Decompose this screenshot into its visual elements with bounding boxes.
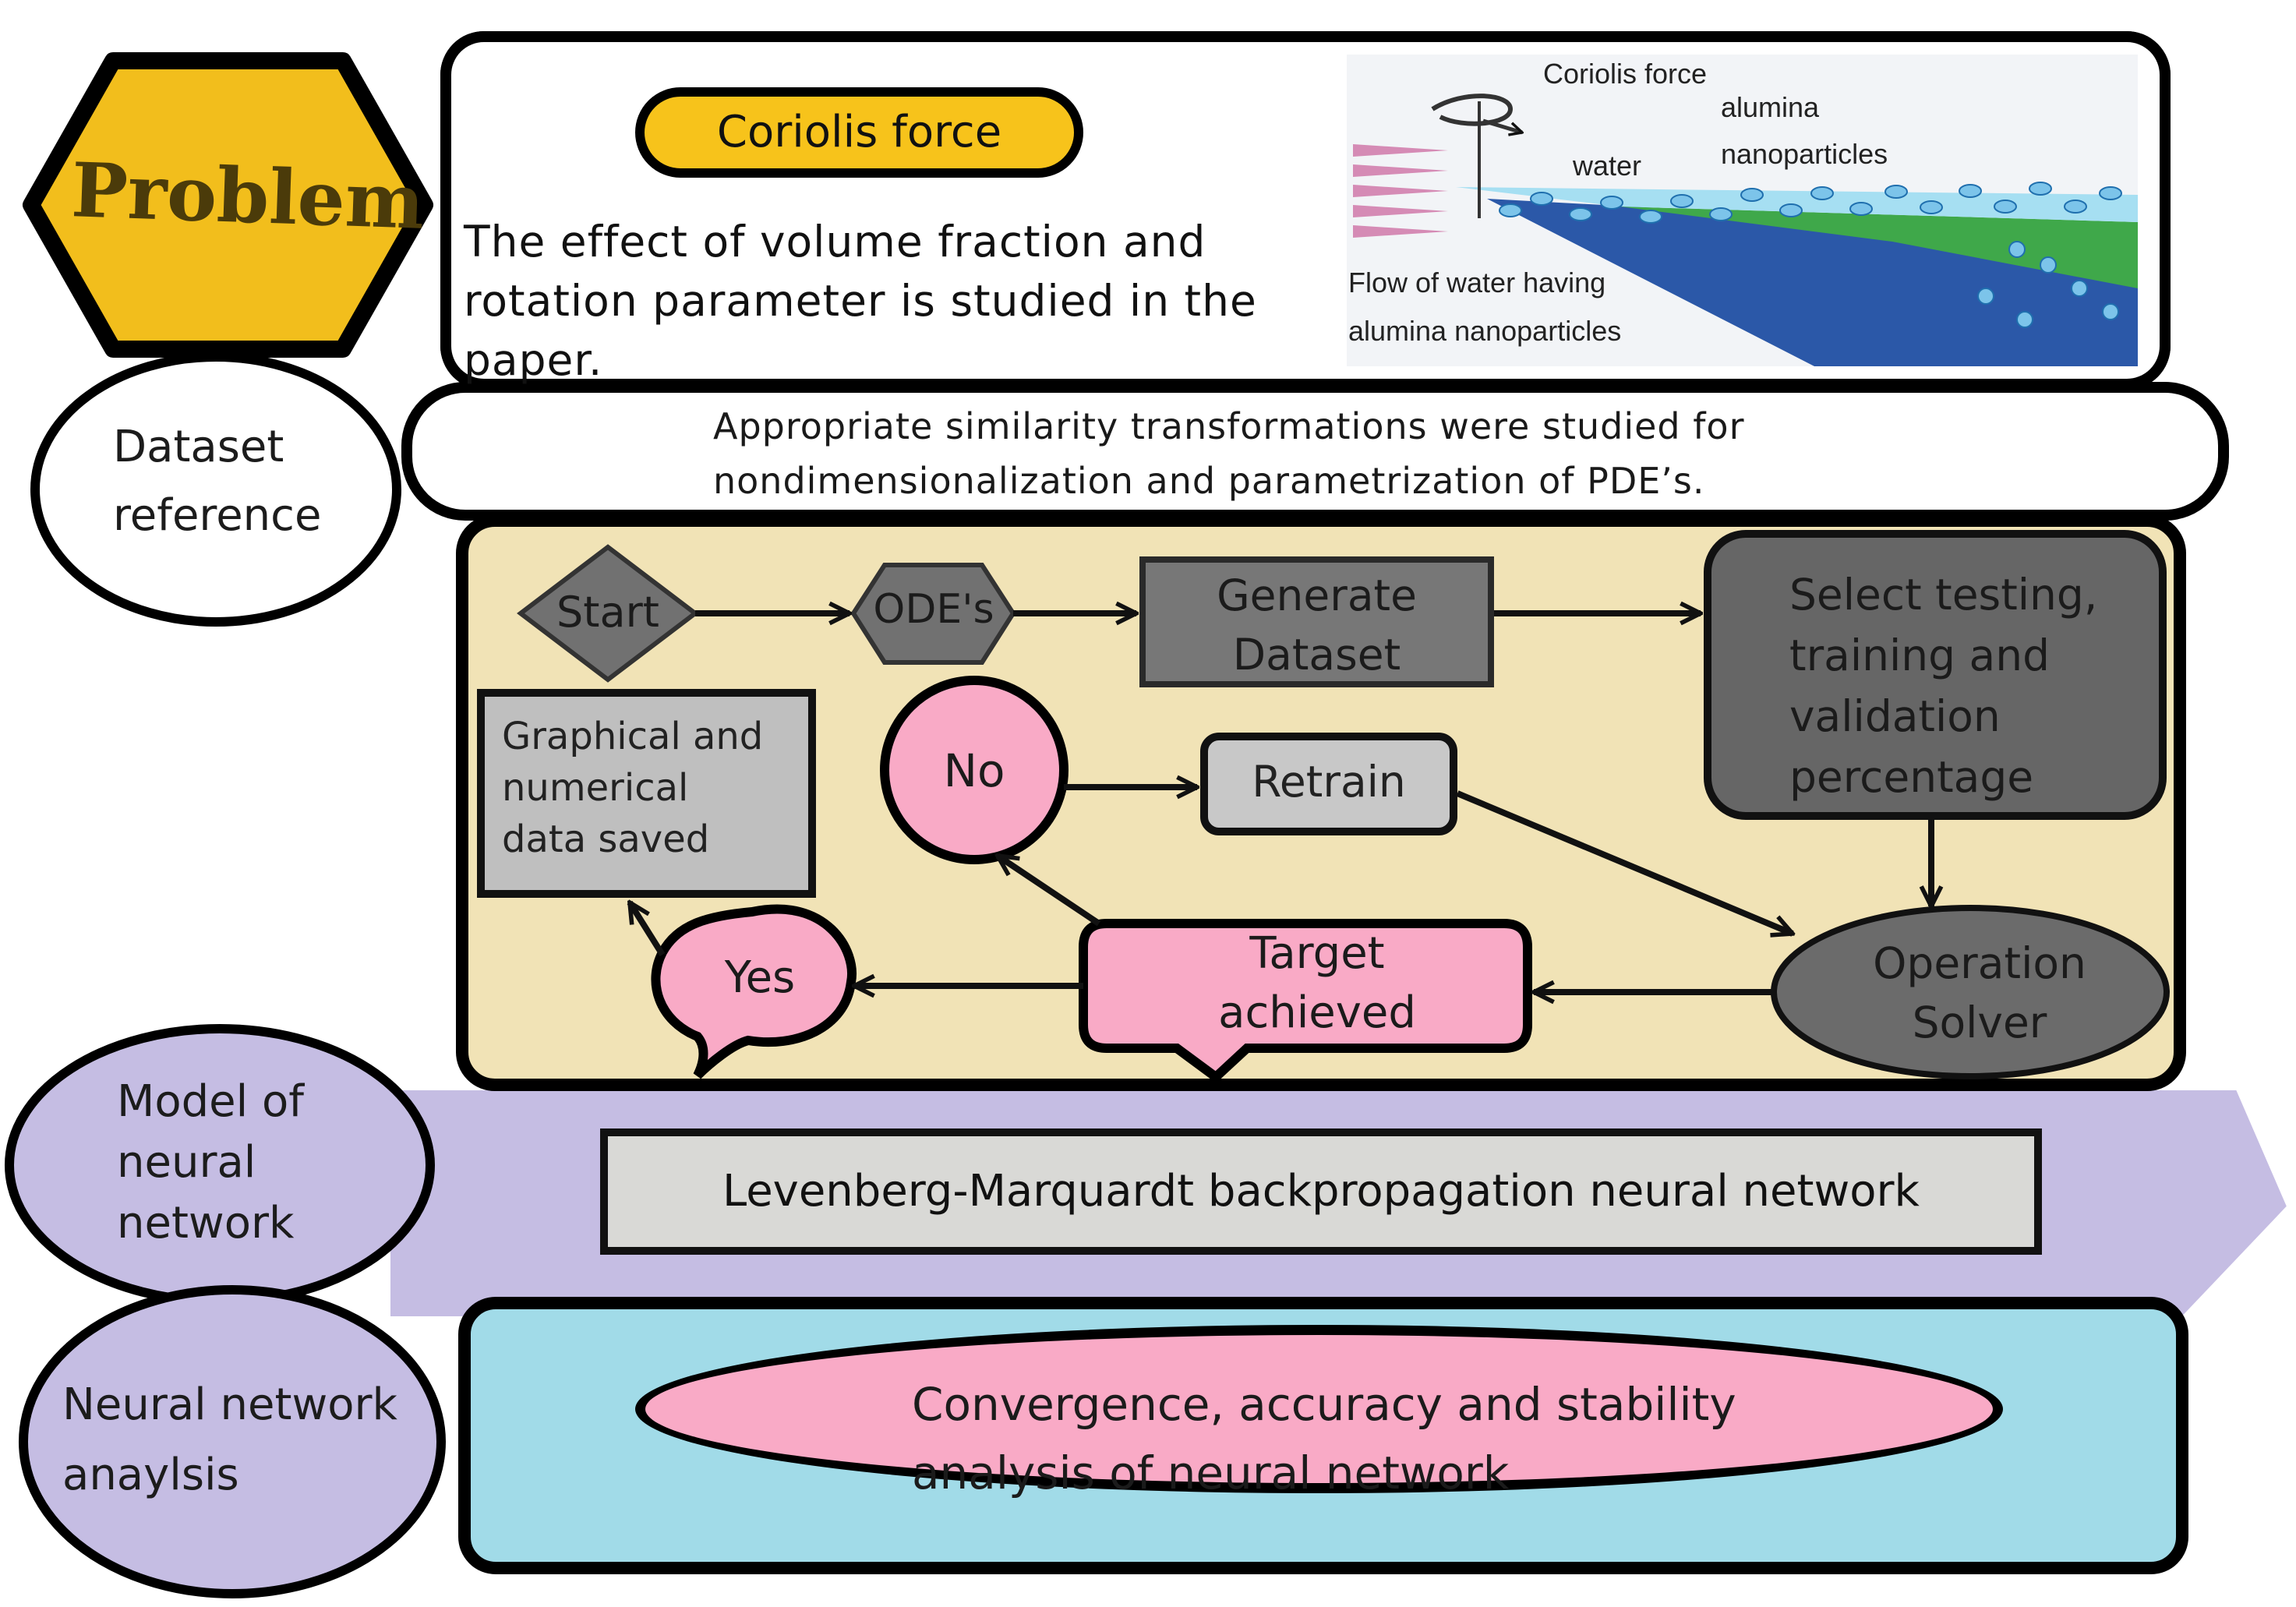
convergence-text: Convergence, accuracy and stability anal…	[912, 1370, 1925, 1507]
no-circle	[880, 676, 1069, 864]
convergence-line2: analysis of neural network	[912, 1446, 1510, 1499]
select-percentage-box: Select testing, training and validation …	[1704, 530, 2167, 820]
graphical-data-saved-box: Graphical and numerical data saved	[477, 689, 816, 898]
illus-alumina-label: alumina nanoparticles	[1721, 84, 1888, 178]
graphical-line1: Graphical and	[502, 715, 764, 758]
dataset-reference-line1: Dataset	[113, 422, 284, 472]
select-line3: validation	[1789, 691, 2001, 741]
model-label-line2: neural	[117, 1137, 256, 1188]
select-line2: training and	[1789, 630, 2051, 680]
target-line1: Target	[1249, 928, 1385, 979]
model-label-line1: Model of	[117, 1076, 304, 1127]
analysis-label-line2: anaylsis	[62, 1450, 239, 1500]
target-line2: achieved	[1218, 987, 1416, 1038]
solver-line2: Solver	[1912, 998, 2047, 1047]
select-line1: Select testing,	[1789, 570, 2098, 620]
neural-network-analysis-ellipse	[19, 1285, 446, 1598]
dataset-reference-line2: reference	[113, 490, 322, 541]
dataset-description: Appropriate similarity transformations w…	[713, 405, 1745, 502]
target-achieved-label: Target achieved	[1142, 924, 1492, 1043]
illus-flow-line1: Flow of water having	[1348, 267, 1606, 298]
nanoparticle-flow-illustration: Coriolis force water alumina nanoparticl…	[1347, 55, 2138, 366]
illus-alumina-line2: nanoparticles	[1721, 138, 1888, 170]
dataset-reference-label: Dataset reference	[113, 413, 321, 550]
retrain-box: Retrain	[1200, 733, 1457, 835]
arrow-retrain-to-solver	[1456, 790, 1793, 934]
start-label: Start	[556, 588, 659, 637]
solver-line1: Operation	[1873, 938, 2086, 988]
illus-water-label: water	[1573, 150, 1642, 182]
graphical-line3: data saved	[502, 818, 710, 861]
yes-label: Yes	[724, 952, 796, 1003]
model-neural-network-label: Model of neural network	[117, 1072, 304, 1254]
arrow-yes-to-graphical	[627, 902, 666, 957]
graphical-line2: numerical	[502, 766, 689, 810]
convergence-line1: Convergence, accuracy and stability	[912, 1378, 1736, 1431]
dataset-reference-ellipse	[30, 352, 401, 627]
illus-flow-line2: alumina nanoparticles	[1348, 315, 1622, 347]
operation-solver-label: Operation Solver	[1816, 934, 2143, 1052]
analysis-label-line1: Neural network	[62, 1379, 397, 1430]
illus-alumina-line1: alumina	[1721, 91, 1820, 123]
odes-label: ODE's	[873, 586, 994, 633]
illus-flow-label: Flow of water having alumina nanoparticl…	[1348, 259, 1621, 355]
generate-line2: Dataset	[1232, 630, 1401, 680]
model-label-line3: network	[117, 1198, 295, 1249]
no-label: No	[943, 744, 1005, 797]
generate-dataset-box: Generate Dataset	[1139, 556, 1494, 687]
illustration-canvas	[1347, 55, 2138, 366]
problem-hexagon	[23, 52, 433, 358]
levenberg-marquardt-box: Levenberg-Marquardt backpropagation neur…	[600, 1128, 2042, 1255]
arrow-target-to-no	[998, 856, 1101, 927]
target-achieved-callout	[1079, 919, 1532, 1083]
coriolis-force-pill: Coriolis force	[635, 87, 1083, 178]
generate-line1: Generate	[1217, 570, 1417, 620]
neural-network-analysis-label: Neural network anaylsis	[62, 1370, 397, 1510]
select-line4: percentage	[1789, 752, 2034, 802]
illus-coriolis-label: Coriolis force	[1543, 58, 1708, 90]
problem-description: The effect of volume fraction and rotati…	[464, 217, 1257, 385]
